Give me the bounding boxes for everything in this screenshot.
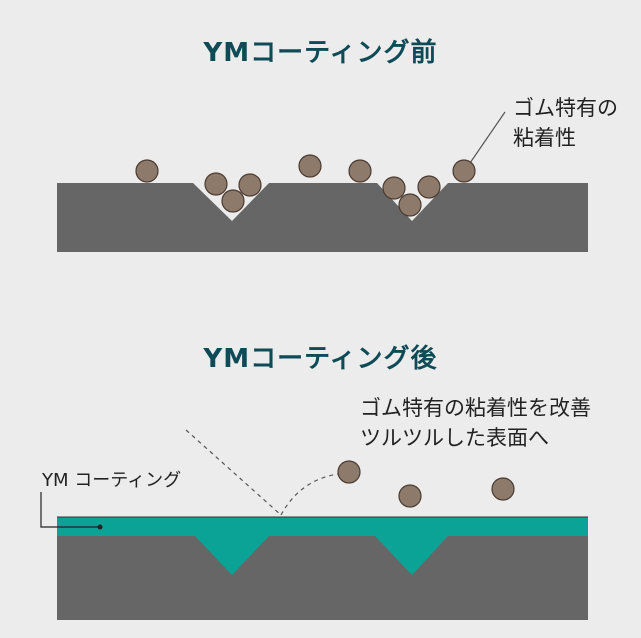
title-after-coating: YMコーティング後	[203, 344, 438, 374]
label-rubber-stickiness-line-2: 粘着性	[513, 126, 576, 150]
label-ym-coating: YM コーティング	[42, 470, 182, 491]
particle	[204, 172, 228, 196]
leader-line-coating	[40, 492, 100, 528]
coating-layer	[57, 517, 588, 575]
particle	[398, 484, 422, 508]
label-rubber-stickiness: ゴム特有の 粘着性	[513, 93, 638, 153]
title-before-coating: YMコーティング前	[203, 38, 438, 68]
rubber-block-after	[57, 518, 588, 620]
particle	[238, 173, 262, 197]
rubber-block-before	[57, 183, 588, 252]
label-rubber-stickiness-line-1: ゴム特有の	[513, 96, 618, 120]
label-improved-surface: ゴム特有の粘着性を改善 ツルツルした表面へ	[360, 393, 591, 453]
particle	[452, 159, 476, 183]
particles-before	[135, 154, 476, 217]
particle	[348, 159, 372, 183]
trajectory-bounce	[280, 473, 339, 516]
particle	[337, 460, 361, 484]
particle	[491, 477, 515, 501]
label-improved-surface-line-1: ゴム特有の粘着性を改善	[360, 396, 591, 420]
particle	[298, 154, 322, 178]
leader-line-stickiness	[469, 111, 506, 164]
trajectory-incoming	[185, 429, 282, 516]
particles-after	[337, 460, 515, 508]
particle	[221, 189, 245, 213]
leader-dot-coating	[97, 524, 103, 530]
particle	[417, 175, 441, 199]
label-improved-surface-line-2: ツルツルした表面へ	[360, 426, 549, 450]
particle	[398, 193, 422, 217]
particle	[382, 176, 406, 200]
particle	[135, 159, 159, 183]
